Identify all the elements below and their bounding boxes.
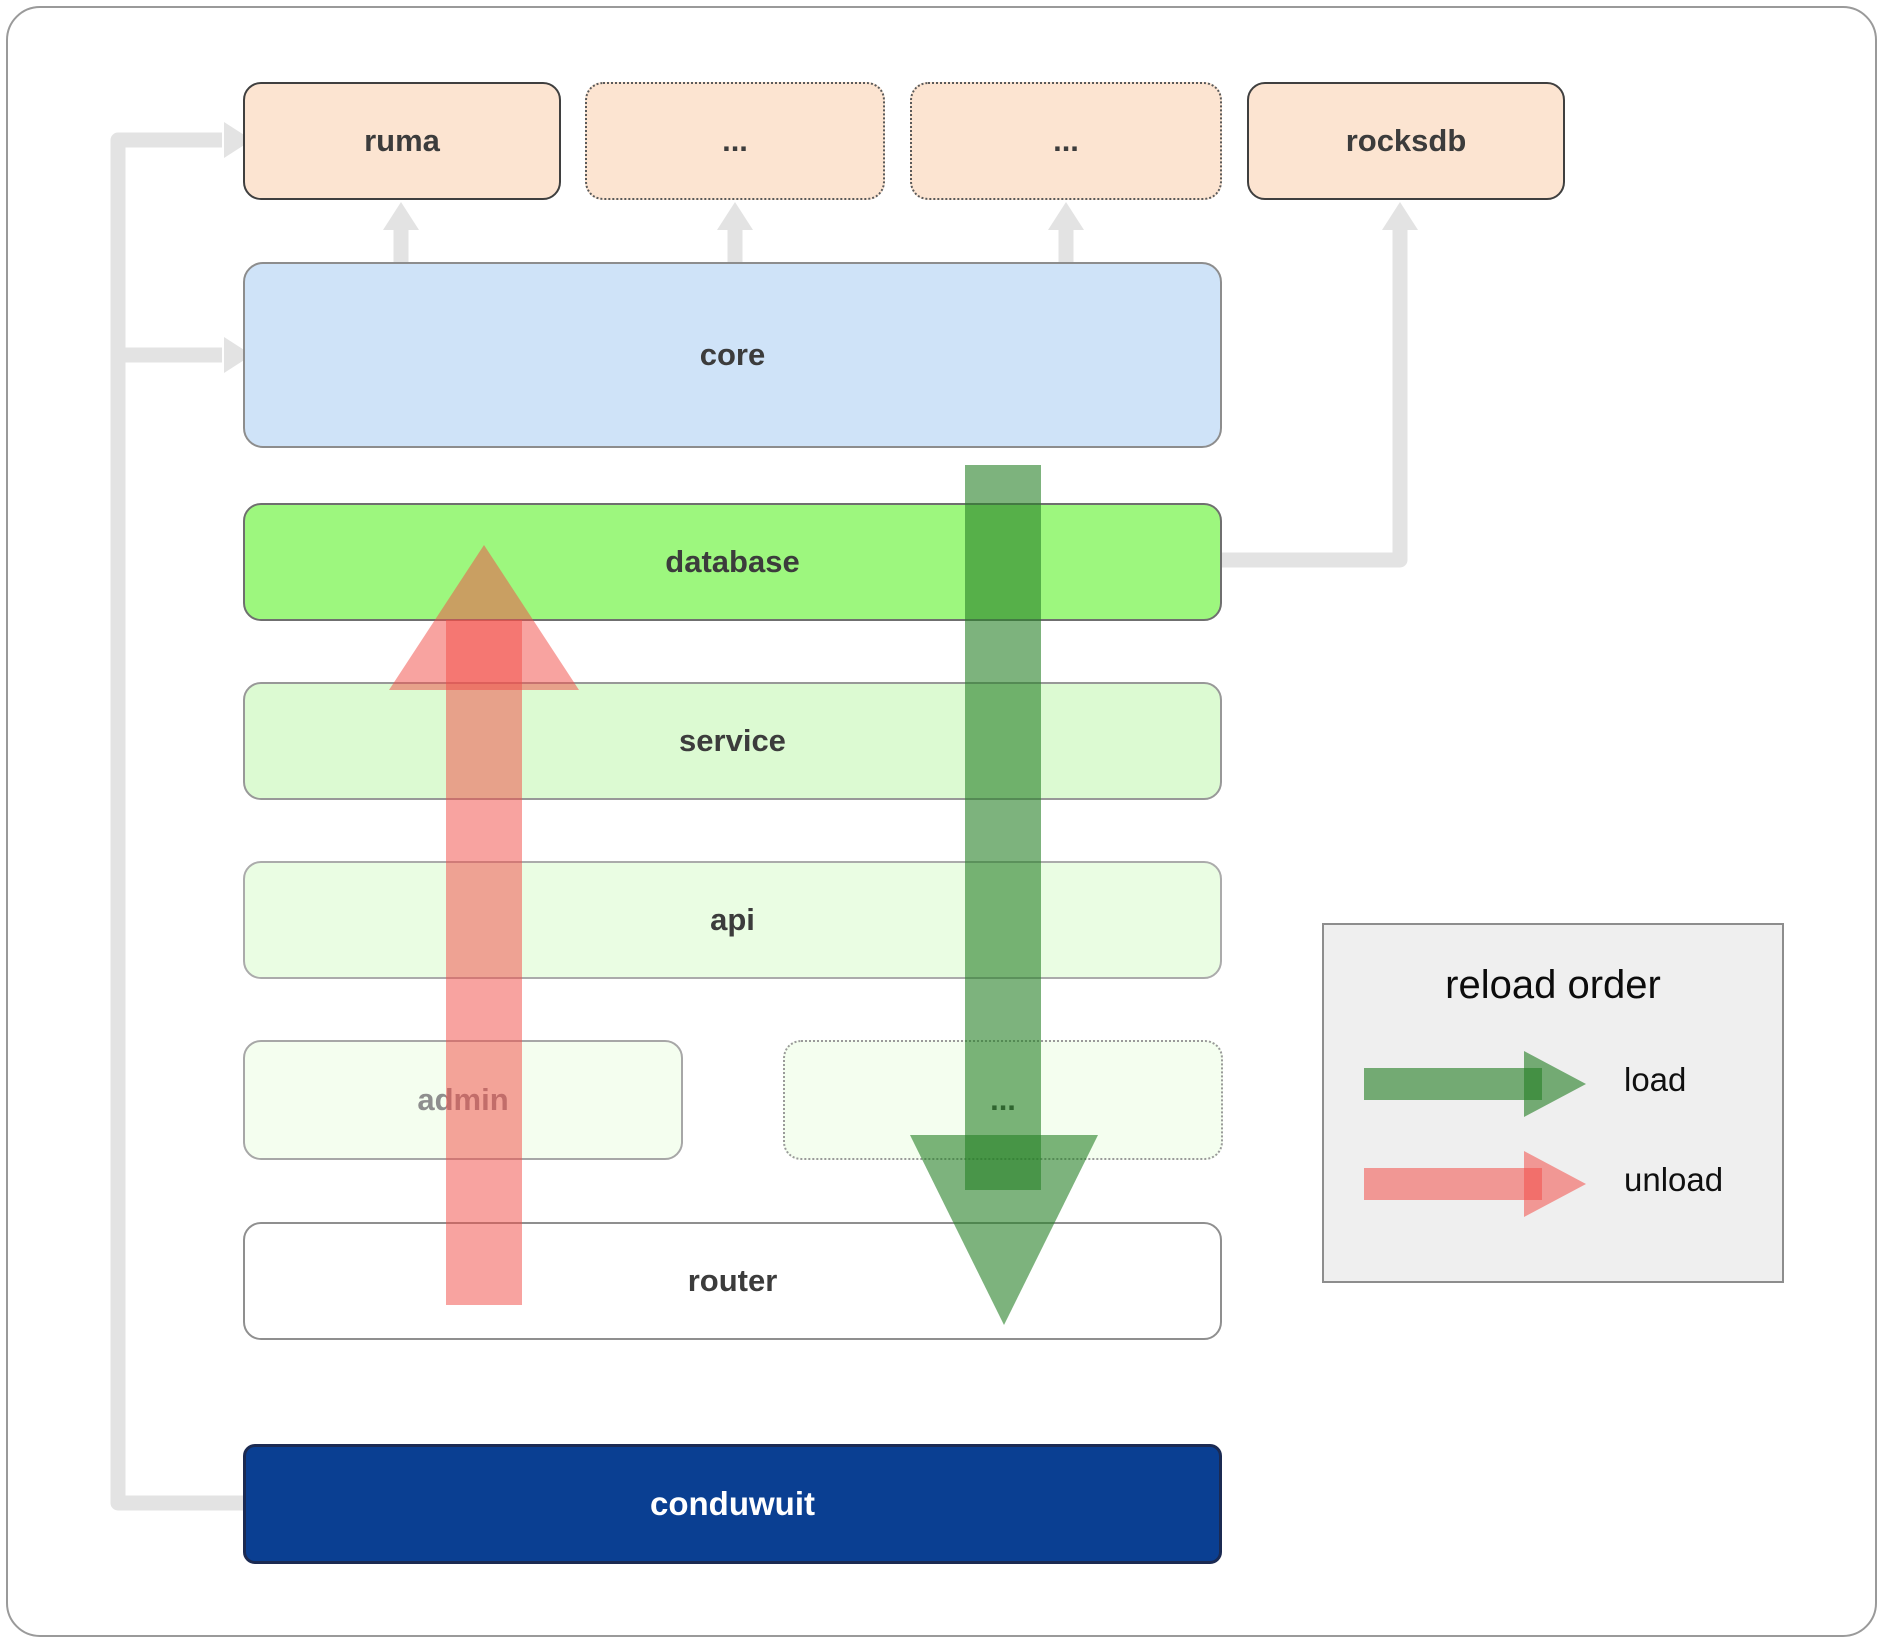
box-dependency-2: ... [910, 82, 1222, 200]
box-dependency-1-label: ... [722, 123, 748, 158]
box-conduwuit: conduwuit [243, 1444, 1222, 1564]
box-dependency-1: ... [585, 82, 885, 200]
box-dependency-2-label: ... [1053, 123, 1079, 158]
legend-load-arrow-icon [1364, 1051, 1586, 1117]
box-more-services: ... [783, 1040, 1223, 1160]
box-admin-label: admin [417, 1082, 509, 1117]
legend-arrows [1364, 1051, 1586, 1217]
box-api-label: api [710, 902, 755, 937]
box-router-label: router [687, 1263, 778, 1298]
legend-title: reload order [1445, 963, 1661, 1007]
box-rocksdb: rocksdb [1247, 82, 1565, 200]
legend-load-label: load [1624, 1061, 1687, 1098]
box-ruma: ruma [243, 82, 561, 200]
legend-unload-arrow-icon [1364, 1151, 1586, 1217]
box-conduwuit-label: conduwuit [650, 1485, 815, 1522]
box-service: service [243, 682, 1222, 800]
box-core-label: core [699, 337, 766, 372]
box-admin: admin [243, 1040, 683, 1160]
box-more-services-label: ... [990, 1082, 1016, 1117]
box-rocksdb-label: rocksdb [1345, 123, 1467, 158]
box-core: core [243, 262, 1222, 448]
box-service-label: service [679, 723, 786, 758]
box-database-label: database [665, 544, 800, 579]
legend-reload-order: reload order load unload [1322, 923, 1784, 1283]
box-router: router [243, 1222, 1222, 1340]
box-ruma-label: ruma [364, 123, 440, 158]
box-database: database [243, 503, 1222, 621]
diagram-frame [6, 6, 1877, 1637]
box-api: api [243, 861, 1222, 979]
legend-unload-label: unload [1624, 1161, 1724, 1198]
